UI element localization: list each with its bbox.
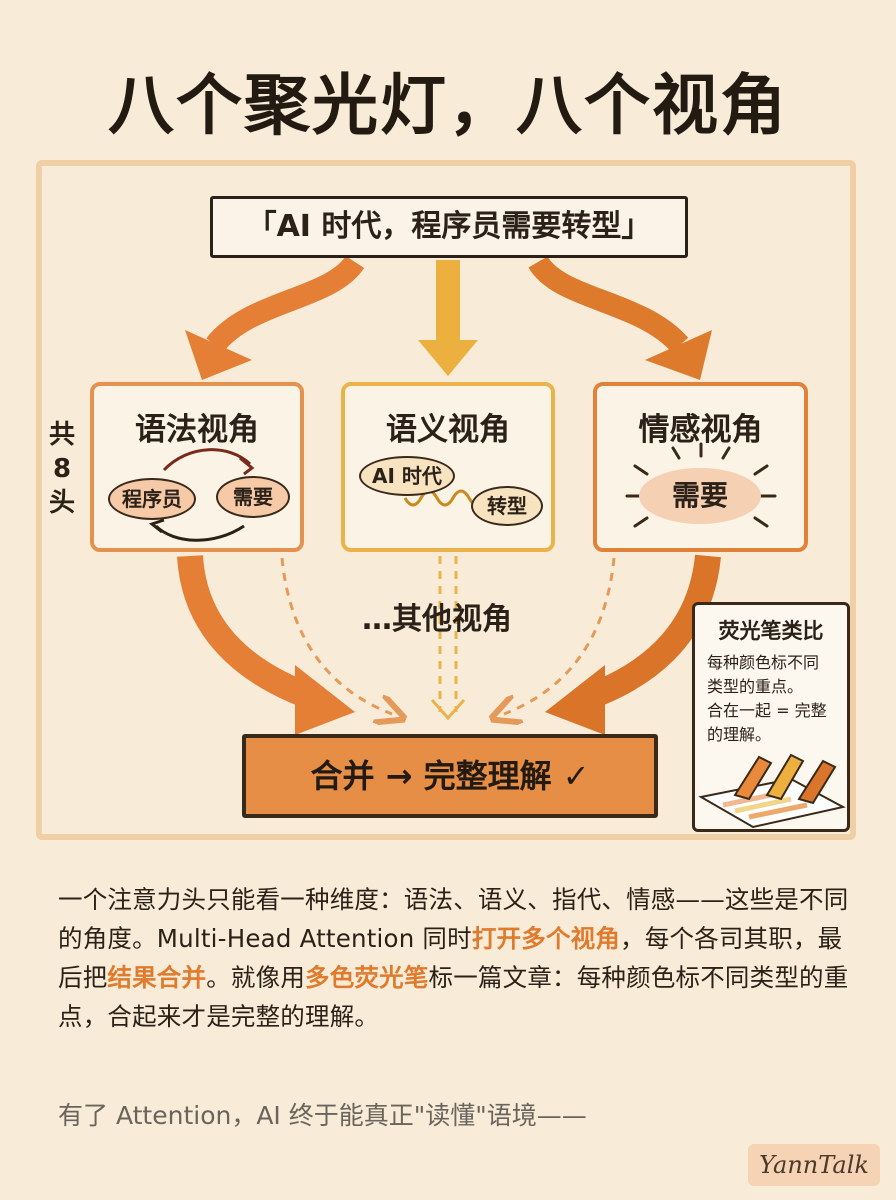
page-title: 八个聚光灯，八个视角 bbox=[108, 67, 788, 144]
note-body: 每种颜色标不同 类型的重点。 合在一起 = 完整 的理解。 bbox=[707, 651, 847, 747]
head-count-label: 共 8 头 bbox=[44, 418, 80, 520]
box-title: 语义视角 bbox=[386, 412, 510, 448]
diagram-frame bbox=[36, 160, 856, 840]
head-count-char: 头 bbox=[48, 488, 75, 518]
highlighter-pens-icon bbox=[698, 753, 846, 829]
other-perspectives-label: …其他视角 bbox=[362, 602, 512, 637]
arrow-syntax-to-merge bbox=[177, 554, 355, 735]
explanation-paragraph: 一个注意力头只能看一种维度：语法、语义、指代、情感——这些是不同的角度。Mult… bbox=[58, 880, 858, 1036]
token-pill: 需要 bbox=[216, 476, 290, 518]
paragraph-text: 标一篇文章：每种颜色标不同类型的重点，合起来才是完整的理解。 bbox=[58, 963, 849, 1031]
arrow-to-emotion bbox=[528, 255, 712, 380]
note-title: 荧光笔类比 bbox=[718, 619, 824, 643]
arrow-to-semantic bbox=[418, 260, 478, 376]
syntax-relation-arrows-icon bbox=[148, 448, 255, 542]
box-title: 语法视角 bbox=[135, 412, 259, 448]
token-pill: AI 时代 bbox=[359, 456, 455, 496]
quote-sentence: 「AI 时代，程序员需要转型」 bbox=[210, 196, 688, 258]
dashed-arrows bbox=[280, 556, 616, 718]
paragraph-text: ，每个各司其职，最后把 bbox=[58, 924, 843, 992]
semantic-perspective-box: 语义视角 AI 时代 转型 bbox=[341, 382, 555, 552]
arrow-to-syntax bbox=[185, 255, 365, 380]
merge-result-box: 合并 → 完整理解 ✓ bbox=[242, 734, 658, 818]
paragraph-text: 。就像用 bbox=[206, 963, 306, 992]
syntax-perspective-box: 语法视角 程序员 需要 bbox=[90, 382, 304, 552]
emotion-perspective-box: 情感视角 需要 bbox=[593, 382, 808, 552]
note-line: 合在一起 = 完整 bbox=[707, 701, 827, 720]
head-count-char: 共 bbox=[48, 420, 75, 450]
highlight-text: 结果合并 bbox=[107, 963, 207, 992]
token-pill: 程序员 bbox=[108, 478, 196, 520]
token-pill: 转型 bbox=[471, 486, 543, 526]
highlight-text: 打开多个视角 bbox=[471, 924, 621, 953]
emphasis-rays-icon bbox=[625, 442, 777, 528]
emphasized-token: 需要 bbox=[639, 468, 761, 524]
highlight-text: 多色荧光笔 bbox=[305, 963, 429, 992]
head-count-number: 8 bbox=[52, 454, 72, 484]
brand-logo: YannTalk bbox=[748, 1144, 880, 1186]
footer-line: 有了 Attention，AI 终于能真正"读懂"语境—— bbox=[58, 1101, 587, 1130]
paragraph-text: 一个注意力头只能看一种维度：语法、语义、指代、情感——这些是不同的角度。Mult… bbox=[58, 885, 849, 953]
arrow-emotion-to-merge bbox=[545, 554, 721, 735]
box-title: 情感视角 bbox=[638, 412, 763, 448]
note-line: 类型的重点。 bbox=[707, 677, 804, 696]
semantic-link-squiggle-icon bbox=[403, 489, 487, 507]
note-line: 每种颜色标不同 bbox=[707, 653, 820, 672]
note-line: 的理解。 bbox=[707, 725, 772, 744]
highlighter-analogy-note: 荧光笔类比 每种颜色标不同 类型的重点。 合在一起 = 完整 的理解。 bbox=[692, 602, 850, 832]
